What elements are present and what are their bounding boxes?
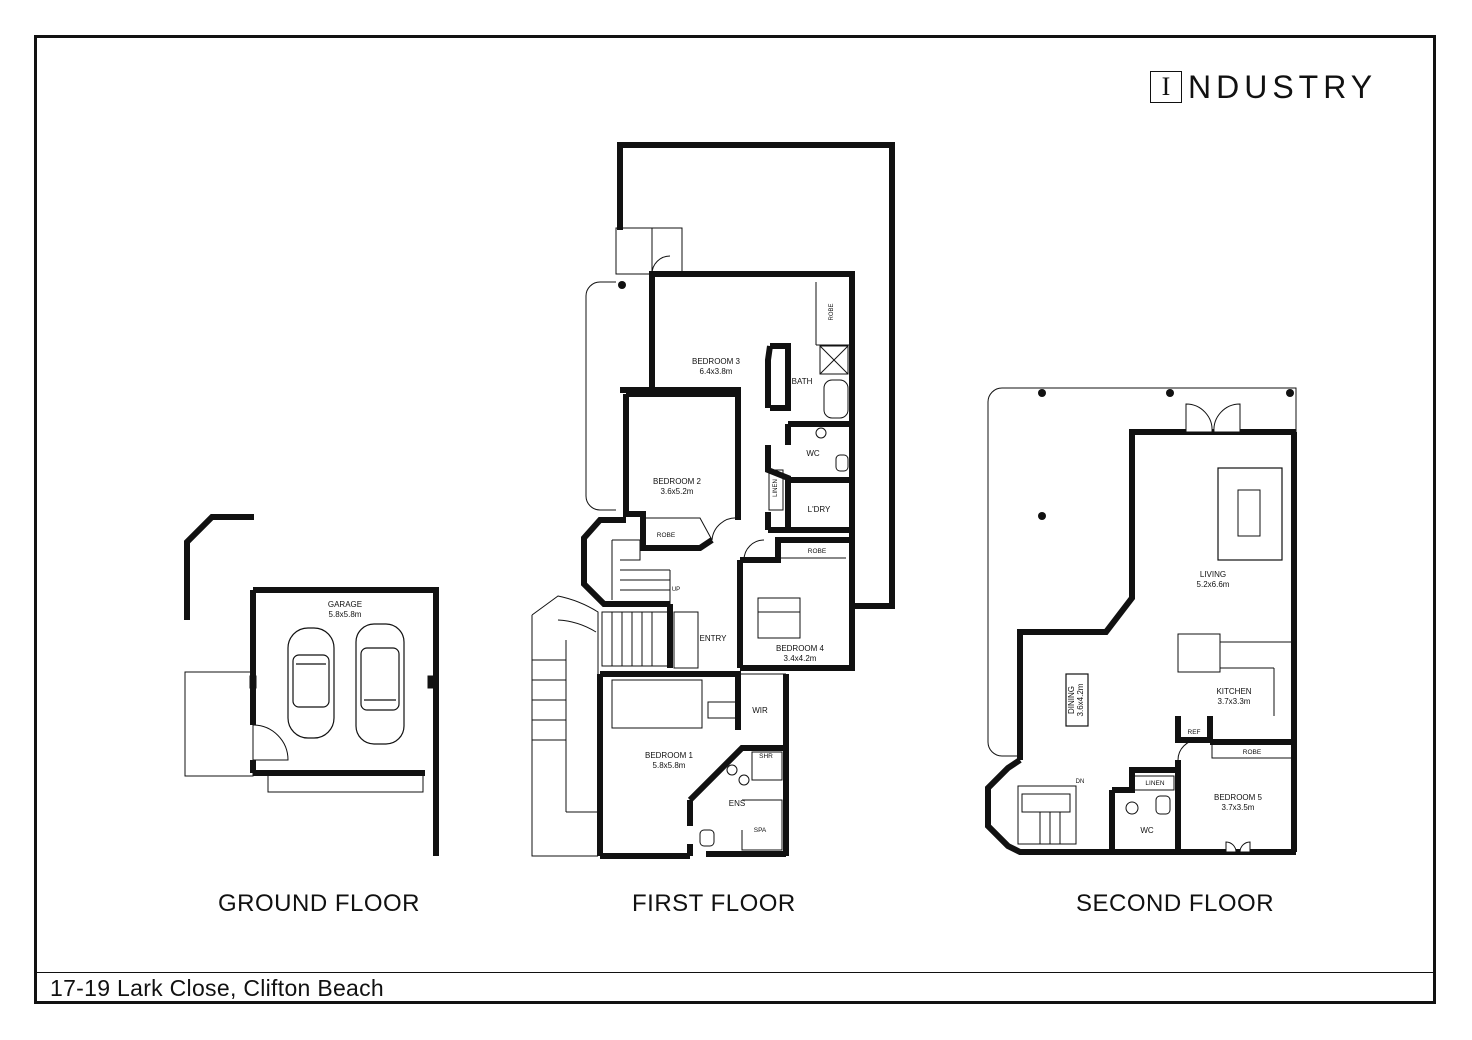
label-wir: WIR [752,706,768,715]
label-wc-first: WC [806,449,820,458]
room-label-bedroom1: BEDROOM 1 [645,751,694,760]
room-label-bedroom5: BEDROOM 5 [1214,793,1263,802]
second-floor-plan [985,387,1297,855]
logo-letter-box: I [1150,71,1182,103]
floor-label-ground: GROUND FLOOR [218,890,421,917]
room-label-dining: DINING [1067,686,1076,714]
room-label-bedroom3: BEDROOM 3 [692,357,741,366]
label-robe-bedroom4: ROBE [808,548,827,555]
car-icon [287,627,335,739]
label-laundry: L'DRY [808,505,831,514]
brand-logo: I NDUSTRY [1150,68,1377,106]
label-wc-second: WC [1140,826,1154,835]
room-size-kitchen: 3.7x3.3m [1218,697,1251,706]
ground-floor-plan [184,514,439,856]
room-label-bedroom2: BEDROOM 2 [653,477,702,486]
doors [1185,403,1251,853]
footer-divider [34,972,1436,973]
room-size-dining: 3.6x4.2m [1076,683,1085,716]
label-linen-second: LINEN [1145,780,1164,787]
label-bath: BATH [792,377,813,386]
floor-label-first: FIRST FLOOR [632,890,796,917]
room-size-bedroom5: 3.7x3.5m [1222,803,1255,812]
label-robe-bedroom5: ROBE [1243,749,1262,756]
room-label-garage: GARAGE [328,600,362,609]
room-size-bedroom4: 3.4x4.2m [784,654,817,663]
room-label-kitchen: KITCHEN [1216,687,1251,696]
label-dn: DN [1076,779,1085,785]
sheet-border [34,35,1436,1004]
car-icon [355,623,405,745]
room-label-living: LIVING [1200,570,1226,579]
label-spa: SPA [754,827,767,834]
floor-label-second: SECOND FLOOR [1076,890,1275,917]
label-robe-bedroom2: ROBE [657,532,676,539]
label-shr: SHR [759,753,773,760]
label-entry: ENTRY [700,634,728,643]
room-size-living: 5.2x6.6m [1197,580,1230,589]
label-robe-bedroom3: ROBE [829,303,835,320]
label-ens: ENS [729,799,745,808]
room-size-bedroom2: 3.6x5.2m [661,487,694,496]
label-ref: REF [1188,729,1201,736]
deck-posts [618,281,1294,520]
label-linen-first: LINEN [773,479,779,497]
room-size-garage: 5.8x5.8m [329,610,362,619]
label-up: UP [672,587,680,593]
room-size-bedroom3: 6.4x3.8m [700,367,733,376]
logo-wordmark: NDUSTRY [1188,68,1378,105]
first-floor-plan [531,142,895,859]
room-size-bedroom1: 5.8x5.8m [653,761,686,770]
room-label-bedroom4: BEDROOM 4 [776,644,825,653]
property-address: 17-19 Lark Close, Clifton Beach [50,975,385,1001]
